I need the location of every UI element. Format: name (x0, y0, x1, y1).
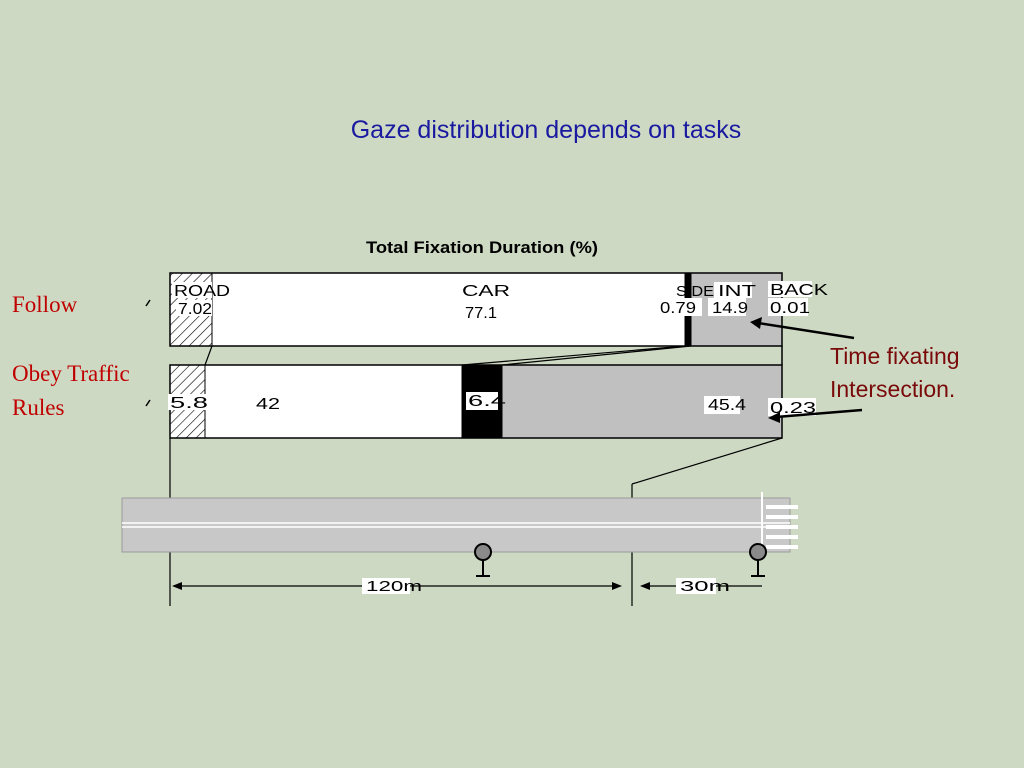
annotation-arrow-follow (757, 321, 855, 340)
annotation-arrow-obey (775, 408, 863, 419)
follow-segment-car (211, 272, 686, 347)
distance-arrow-right-start (640, 582, 650, 590)
follow-side-label: SIDE (676, 283, 714, 300)
annotation-arrow-obey-head (768, 412, 780, 423)
follow-road-value: 7.02 (178, 301, 212, 318)
follow-side-value-box (658, 298, 702, 316)
follow-car-value: 77.1 (465, 305, 497, 322)
follow-back-label-box (768, 281, 812, 297)
obey-back-value-box (768, 398, 816, 416)
follow-road-label: ROAD (174, 283, 230, 300)
follow-int-label-box (714, 282, 752, 298)
slide-title: Gaze distribution depends on tasks (350, 116, 742, 144)
connector-car (461, 345, 686, 366)
distance-left-label: 120m (366, 578, 422, 595)
connector-road (204, 345, 213, 366)
traffic-sign-right (749, 543, 767, 577)
follow-int-label: INT (718, 283, 756, 300)
follow-back-value-box (768, 298, 808, 316)
follow-back-value: 0.01 (770, 300, 810, 317)
follow-car-label: CAR (462, 283, 510, 300)
obey-int-value: 45.4 (708, 397, 746, 414)
obey-road-value-box (168, 394, 206, 410)
chart-title: Total Fixation Duration (%) (366, 238, 598, 257)
follow-road-value-box (176, 300, 212, 316)
intersection-annotation: Time fixating Intersection. (830, 343, 960, 402)
obey-int-value-box (704, 396, 740, 414)
obey-segment-car (204, 364, 463, 439)
follow-road-label-box (172, 282, 212, 298)
distance-right-label: 30m (680, 578, 730, 595)
follow-int-value-box (708, 298, 746, 316)
obey-road-value: 5.8 (170, 395, 208, 412)
follow-back-label: BACK (770, 282, 828, 299)
follow-side-value: 0.79 (660, 300, 696, 317)
distance-left-label-box (362, 578, 410, 594)
road-illustration (121, 492, 798, 553)
road-surface (121, 497, 791, 553)
annotation-arrow-follow-head (750, 317, 762, 329)
follow-bar (169, 272, 783, 347)
follow-task-label: Follow (12, 292, 78, 317)
distance-right-label-box (676, 578, 716, 594)
distance-arrow-left-end (612, 582, 622, 590)
guide-line-diagonal (631, 437, 783, 485)
follow-int-value: 14.9 (712, 300, 748, 317)
connector-side (501, 345, 692, 366)
obey-back-value: 0.23 (770, 400, 816, 417)
traffic-sign-left (474, 543, 492, 577)
obey-traffic-rules-label: Obey Traffic Rules (12, 361, 130, 420)
obey-side-value-box (466, 392, 498, 410)
follow-row-marker (145, 299, 151, 307)
obey-car-value: 42 (256, 396, 280, 413)
distance-arrow-left-start (172, 582, 182, 590)
obey-row-marker (145, 399, 151, 407)
obey-side-value: 6.4 (468, 393, 506, 410)
